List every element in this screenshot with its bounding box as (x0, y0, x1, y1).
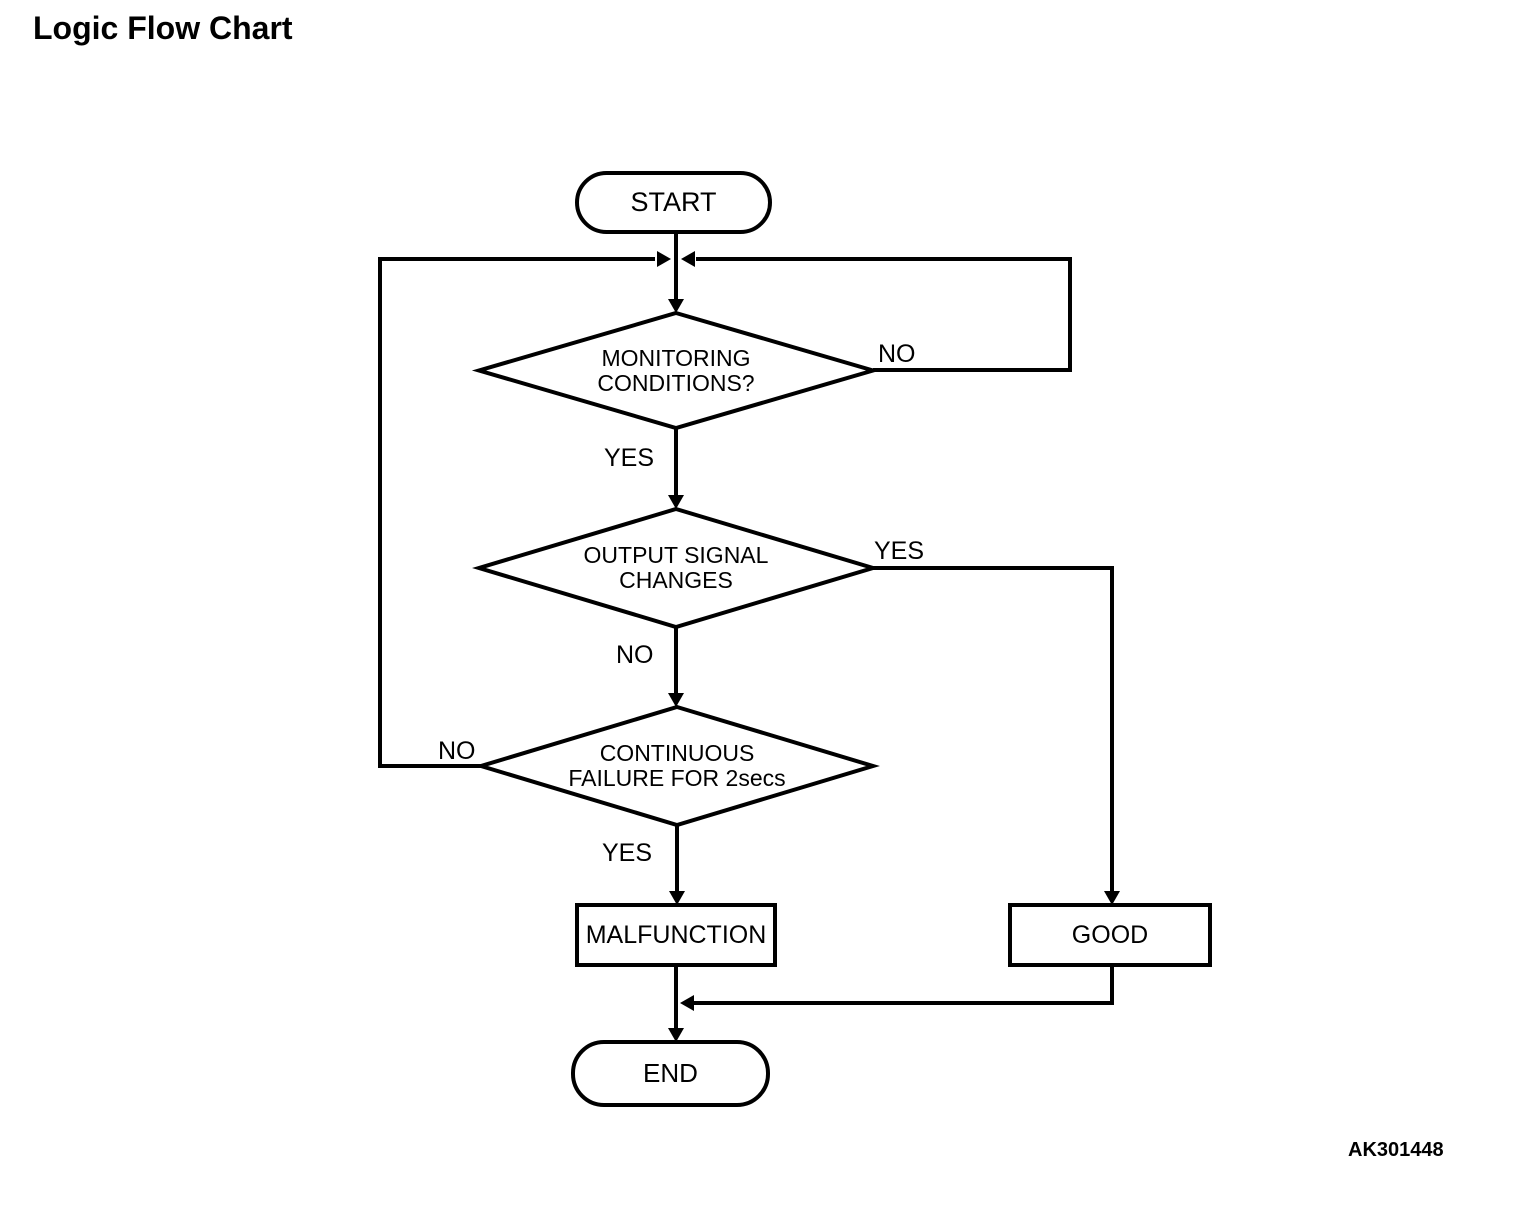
malfunction-node-shape (575, 903, 777, 967)
good-node-label: GOOD (1071, 920, 1149, 949)
connector-monitoring-no-loop (696, 257, 1072, 372)
connector-continuous-no-loop (378, 257, 655, 768)
connector-good-return (693, 965, 1114, 1005)
decision-output-line2: CHANGES (619, 567, 733, 593)
figure-code: AK301448 (1348, 1139, 1444, 1161)
arrowhead-into-end (668, 1028, 684, 1042)
arrowhead-into-continuous (668, 693, 684, 707)
edge-label-continuous-yes: YES (602, 839, 653, 867)
end-node-label: END (643, 1058, 698, 1088)
arrowhead-continuous-no-into-junction (657, 251, 671, 267)
decision-output-label: OUTPUT SIGNAL CHANGES (479, 509, 873, 627)
arrowhead-into-output (668, 495, 684, 509)
edge-label-monitoring-no: NO (878, 340, 916, 368)
start-node-shape (575, 171, 772, 234)
connector-output-yes-to-good (873, 566, 1114, 895)
edge-label-output-no: NO (616, 641, 654, 669)
decision-monitoring-label: MONITORING CONDITIONS? (479, 313, 873, 428)
malfunction-node-label: MALFUNCTION (585, 920, 767, 949)
edge-label-continuous-no: NO (438, 737, 476, 765)
decision-output-line1: OUTPUT SIGNAL (583, 542, 769, 568)
decision-monitoring-shape (471, 310, 881, 431)
decision-monitoring-line1: MONITORING (601, 344, 751, 371)
start-node-label: START (630, 187, 717, 217)
edge-label-monitoring-yes: YES (604, 444, 655, 472)
decision-monitoring-line2: CONDITIONS? (597, 369, 755, 396)
good-node-shape (1008, 903, 1212, 967)
arrowhead-into-good (1104, 891, 1120, 905)
page-title: Logic Flow Chart (33, 10, 293, 46)
decision-output-shape (472, 506, 880, 630)
arrowhead-into-monitoring (668, 299, 684, 313)
decision-continuous-shape (474, 704, 880, 828)
decision-continuous-line2: FAILURE FOR 2secs (568, 765, 786, 791)
decision-continuous-label: CONTINUOUS FAILURE FOR 2secs (481, 707, 873, 825)
arrowhead-monitoring-no-into-junction (681, 251, 695, 267)
end-node-shape (571, 1040, 770, 1107)
decision-continuous-line1: CONTINUOUS (599, 740, 755, 766)
edge-label-output-yes: YES (874, 537, 925, 565)
arrowhead-into-malfunction (669, 891, 685, 905)
arrowhead-good-return-into-line (680, 995, 694, 1011)
